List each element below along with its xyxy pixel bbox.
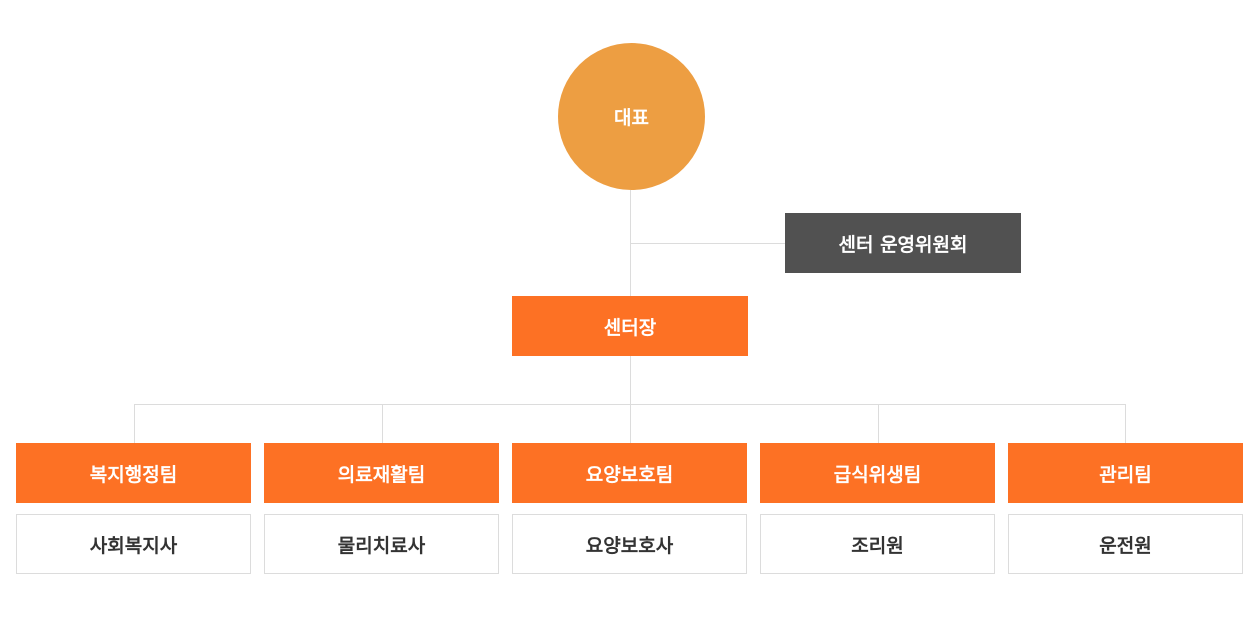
- director-node: 센터장: [512, 296, 748, 356]
- connector-committee: [630, 243, 785, 244]
- connector-team-1: [134, 404, 135, 443]
- connector-team-5: [1125, 404, 1126, 443]
- connector-director-down: [630, 356, 631, 404]
- role-node-social-worker: 사회복지사: [16, 514, 251, 574]
- team-node-welfare-admin: 복지행정팀: [16, 443, 251, 503]
- team-node-food-hygiene: 급식위생팀: [760, 443, 995, 503]
- team-node-medical-rehab: 의료재활팀: [264, 443, 499, 503]
- role-node-cook: 조리원: [760, 514, 995, 574]
- connector-team-3: [630, 404, 631, 443]
- connector-team-2: [382, 404, 383, 443]
- committee-node: 센터 운영위원회: [785, 213, 1021, 273]
- role-node-caregiver: 요양보호사: [512, 514, 747, 574]
- role-node-driver: 운전원: [1008, 514, 1243, 574]
- role-node-physical-therapist: 물리치료사: [264, 514, 499, 574]
- team-node-care: 요양보호팀: [512, 443, 747, 503]
- connector-team-4: [878, 404, 879, 443]
- ceo-node: 대표: [558, 43, 705, 190]
- team-node-management: 관리팀: [1008, 443, 1243, 503]
